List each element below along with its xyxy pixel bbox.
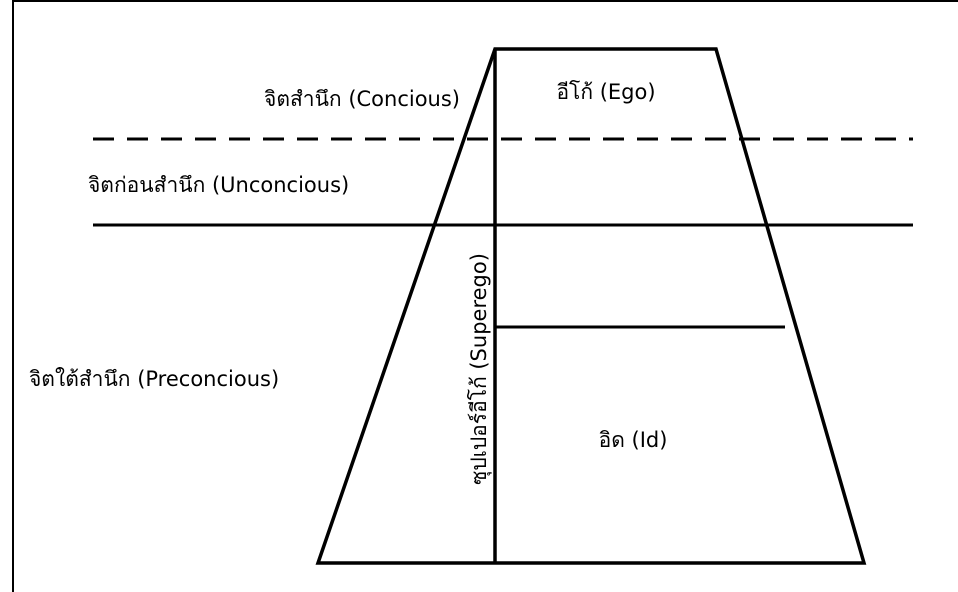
unconscious-label: จิตก่อนสำนึก (Unconcious) [88, 173, 349, 197]
preconscious-label: จิตใต้สำนึก (Preconcious) [29, 367, 279, 391]
superego-label: ซุปเปอร์อีโก้ (Superego) [467, 253, 492, 485]
conscious-label: จิตสำนึก (Concious) [264, 87, 460, 111]
id-label: อิด (Id) [599, 428, 668, 452]
personality-trapezoid [315, 47, 867, 565]
ego-label: อีโก้ (Ego) [556, 80, 655, 104]
